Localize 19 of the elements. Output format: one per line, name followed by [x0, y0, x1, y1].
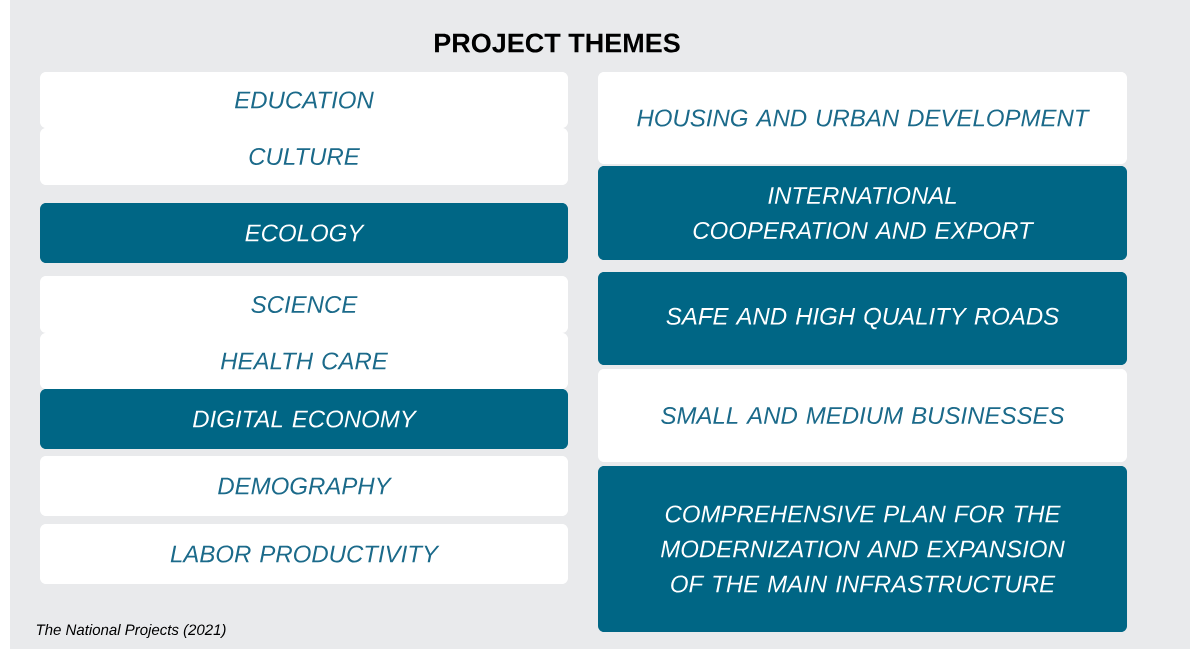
- theme-box: ECOLOGY: [40, 203, 568, 263]
- theme-box: LABOR PRODUCTIVITY: [40, 524, 568, 584]
- theme-box: SAFE AND HIGH QUALITY ROADS: [598, 272, 1127, 365]
- node-label: HEALTH CARE: [220, 352, 388, 370]
- theme-box: SCIENCE: [40, 276, 568, 333]
- theme-box: COMPREHENSIVE PLAN FOR THE MODERNIZATION AND EXPANSION OF THE MAIN INFRASTRUCTURE: [598, 466, 1127, 632]
- node-label: CULTURE: [249, 148, 360, 165]
- theme-box: DIGITAL ECONOMY: [40, 389, 568, 449]
- theme-box: HEALTH CARE: [40, 333, 568, 389]
- theme-box: EDUCATION: [40, 72, 568, 128]
- node-label: EDUCATION: [234, 91, 374, 109]
- node-label: SCIENCE: [251, 296, 358, 313]
- theme-box: DEMOGRAPHY: [40, 456, 568, 516]
- theme-box: INTERNATIONAL COOPERATION AND EXPORT: [598, 166, 1127, 260]
- title: PROJECT THEMES: [435, 33, 680, 53]
- theme-box: CULTURE: [40, 128, 568, 185]
- source-note: The National Projects (2021): [36, 624, 226, 638]
- theme-box: SMALL AND MEDIUM BUSINESSES: [598, 369, 1127, 462]
- theme-box: HOUSING AND URBAN DEVELOPMENT: [598, 72, 1127, 164]
